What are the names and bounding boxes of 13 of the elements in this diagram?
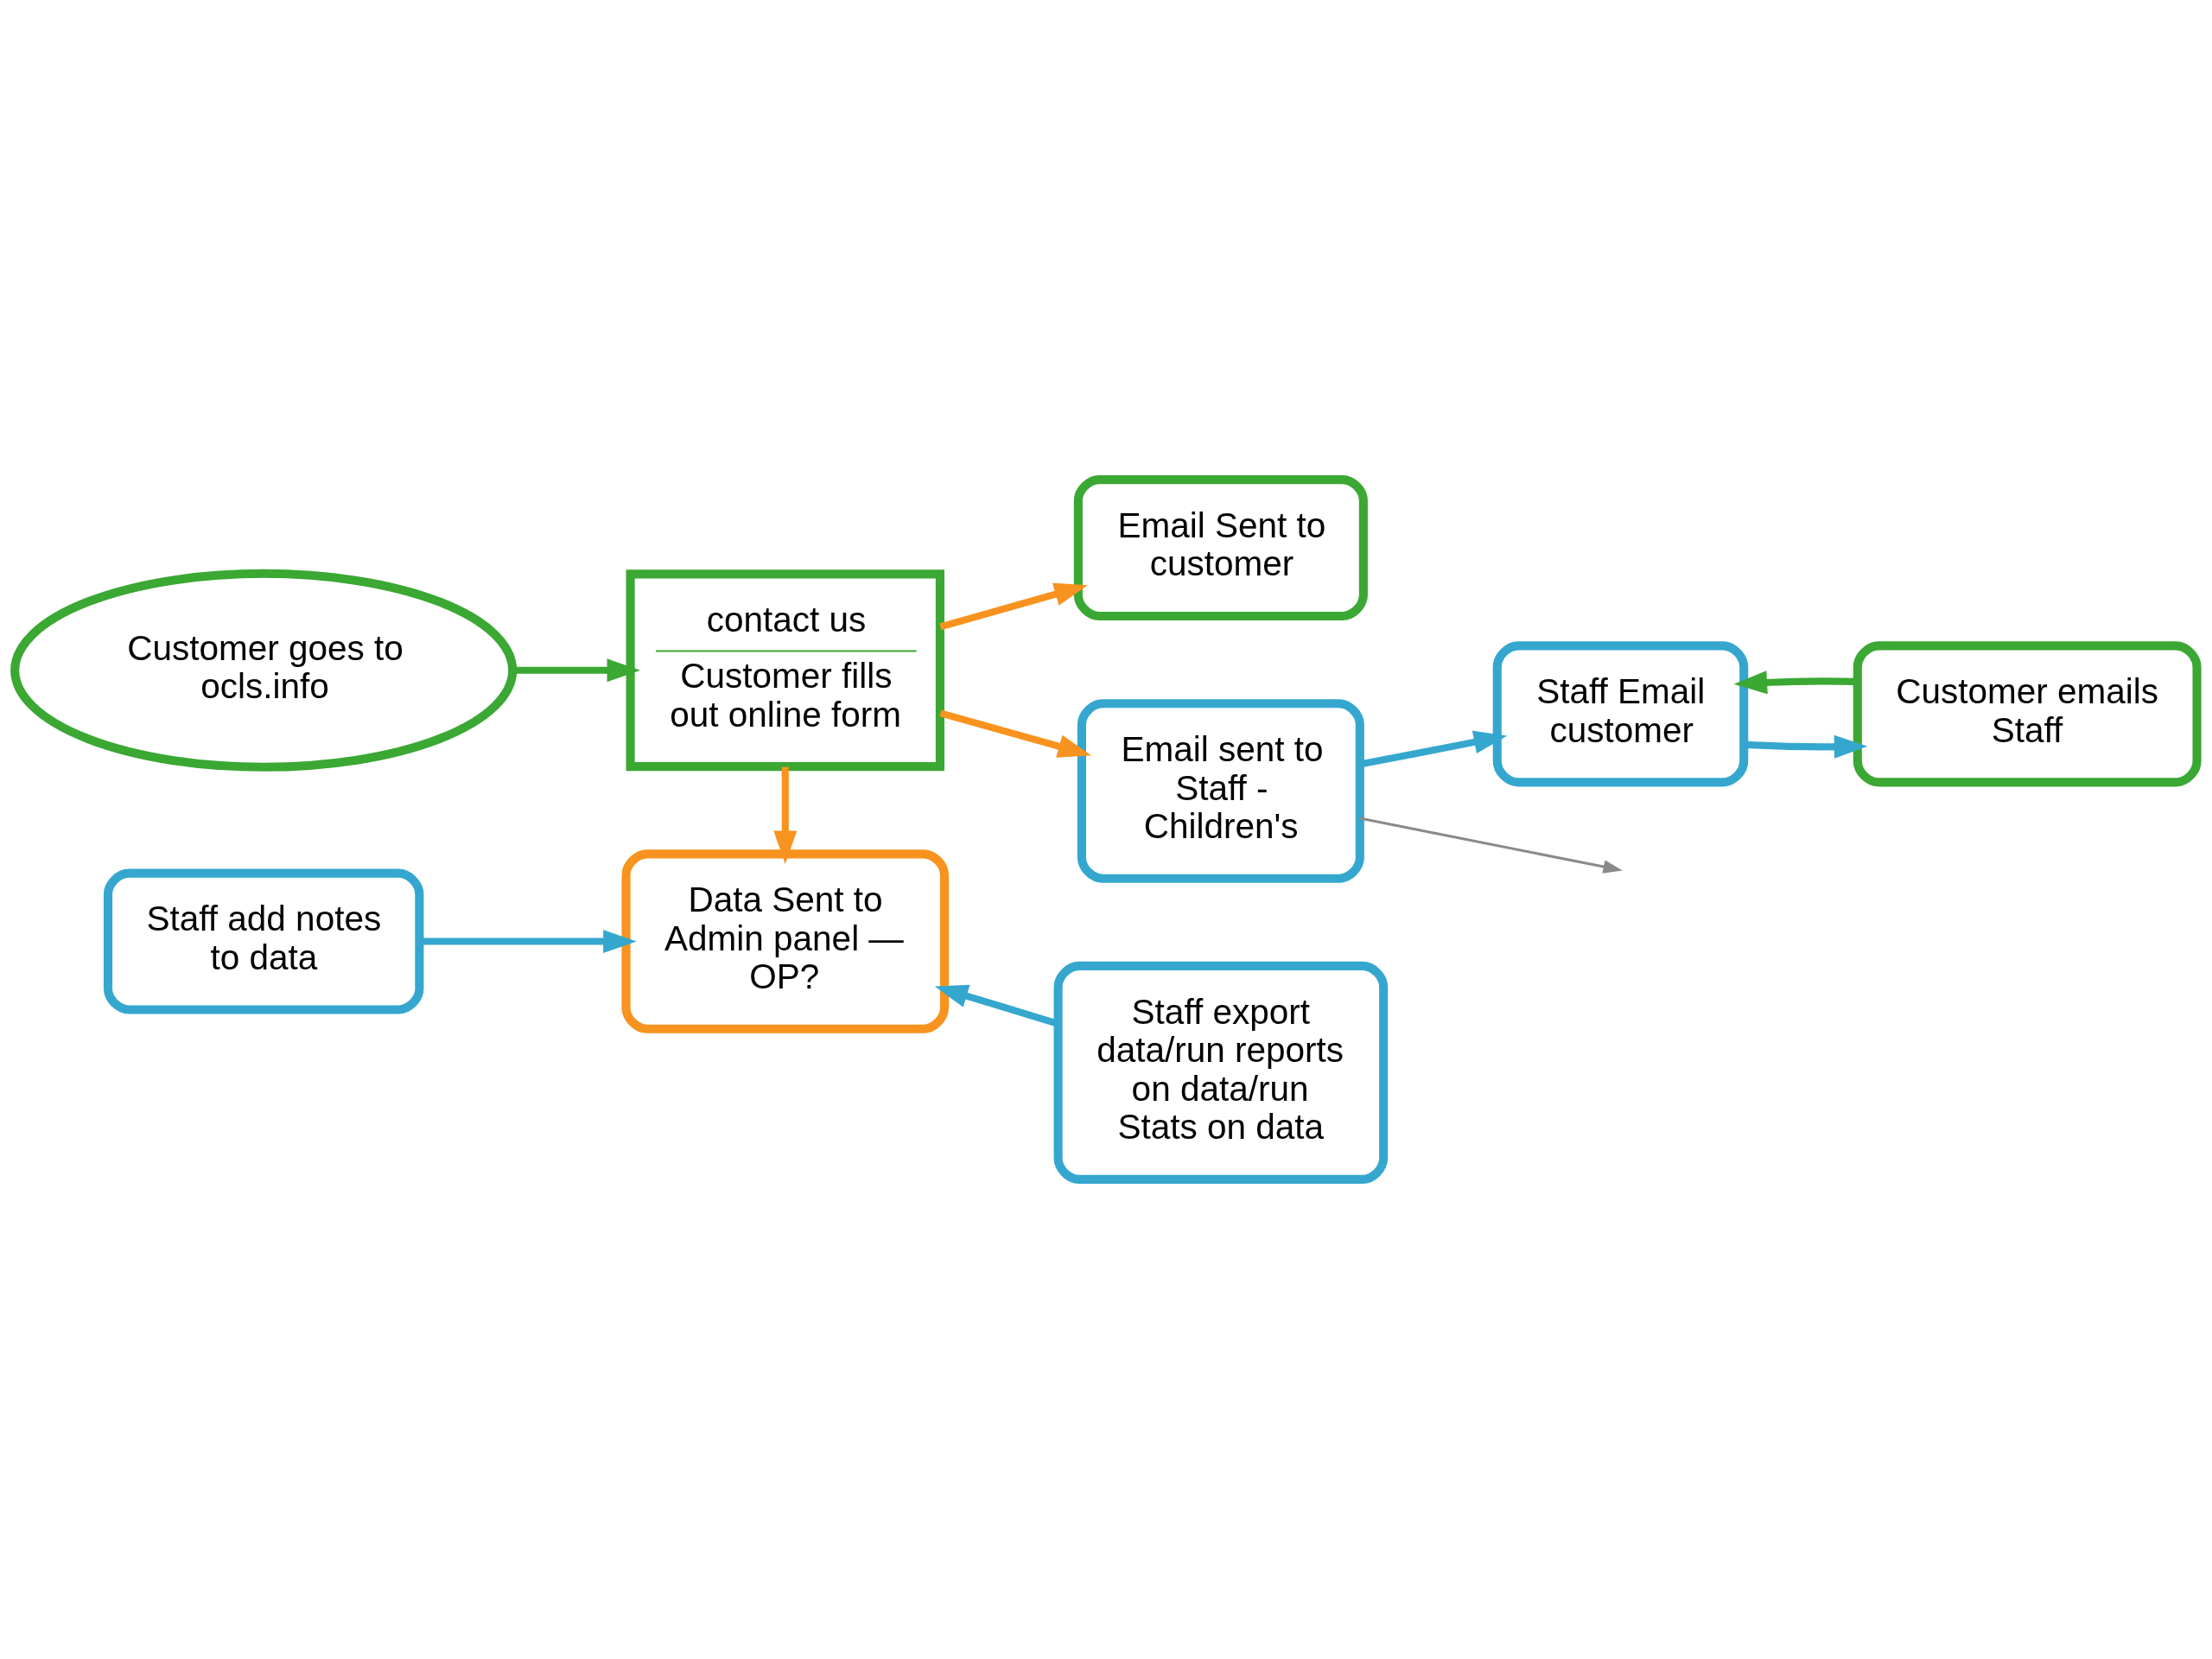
- arrow: [773, 766, 798, 865]
- node-ellipse: Customer goes to ocls.info: [10, 569, 518, 772]
- node-box: contact us Customer fills out online form: [626, 569, 944, 772]
- arrow: [939, 582, 1088, 631]
- arrow: [1359, 817, 1623, 874]
- arrow: [939, 709, 1091, 758]
- node-box: Email sent to Staff - Children's: [1077, 699, 1364, 883]
- node-box: Staff add notes to data: [103, 868, 424, 1014]
- node-box: Customer emails Staff: [1853, 641, 2202, 787]
- node-box: Staff export data/run reports on data/run Stats on data: [1053, 961, 1389, 1184]
- node-box: Staff Email customer: [1492, 641, 1749, 787]
- node-box: Data Sent to Admin panel — OP?: [621, 849, 950, 1033]
- node-box: Email Sent to customer: [1073, 475, 1368, 621]
